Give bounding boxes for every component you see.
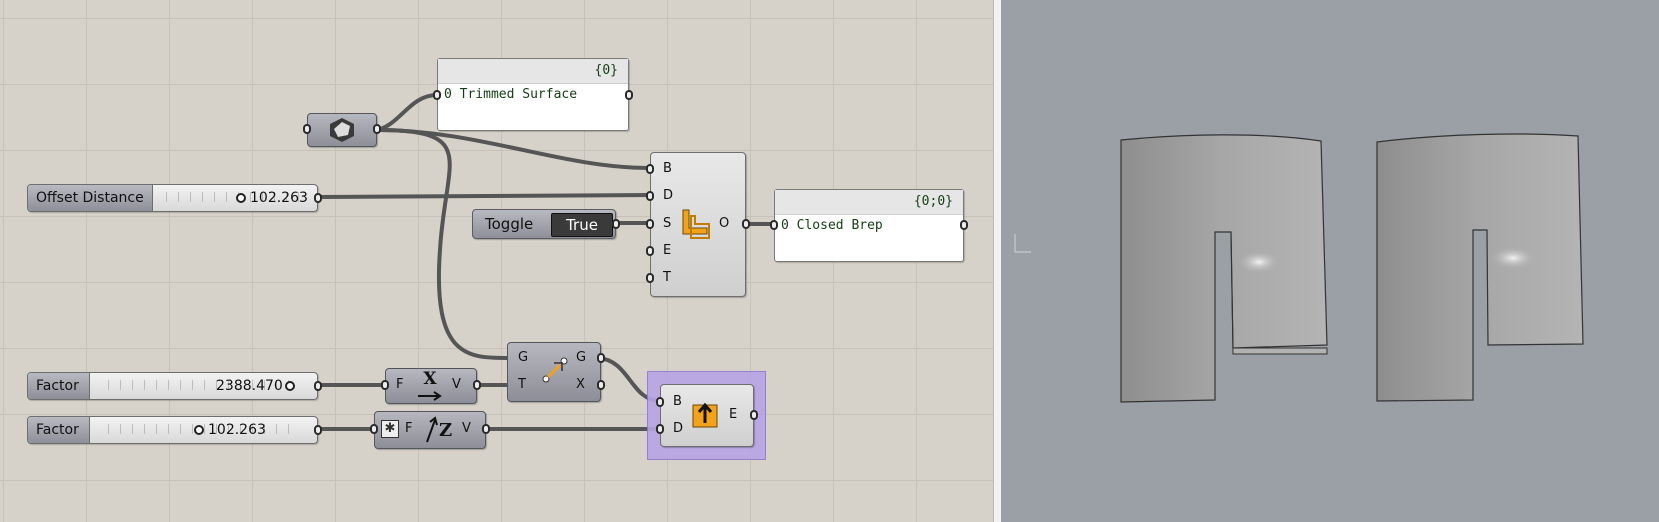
panel-value: Closed Brep <box>796 218 883 233</box>
input-F[interactable]: F <box>396 377 404 392</box>
slider-value: 2388.470 <box>216 378 283 394</box>
output-V[interactable]: V <box>452 377 461 392</box>
grip-B[interactable] <box>656 397 664 407</box>
input-D[interactable]: D <box>673 421 684 436</box>
unit-x-component[interactable]: F X V <box>381 368 481 404</box>
brep-param-input-grip[interactable] <box>303 124 311 134</box>
grip-in-F[interactable] <box>370 424 378 434</box>
output-G[interactable]: G <box>576 350 587 365</box>
wire-brep-to-panel <box>375 93 439 132</box>
input-T[interactable]: T <box>518 377 526 392</box>
slider-label: Factor <box>28 373 90 399</box>
wires-layer <box>316 93 776 431</box>
grasshopper-canvas[interactable]: {0} 0 Trimmed Surface Offset Distance 10… <box>0 0 993 522</box>
slider-knob[interactable] <box>194 425 204 435</box>
grip-B[interactable] <box>646 164 654 174</box>
extrude-icon <box>691 399 719 429</box>
brep-param[interactable] <box>303 113 381 147</box>
output-V[interactable]: V <box>462 421 471 436</box>
offset-surface-component[interactable]: B D S E T O <box>646 152 750 297</box>
offset-surface-icon <box>679 208 711 240</box>
boolean-toggle[interactable]: Toggle True <box>472 209 620 239</box>
input-E[interactable]: E <box>663 243 672 258</box>
input-F[interactable]: F <box>405 421 413 436</box>
panel-output-grip[interactable] <box>960 220 968 230</box>
slider-output-grip[interactable] <box>314 193 322 203</box>
grip-out-E[interactable] <box>750 410 758 420</box>
grip-D[interactable] <box>646 191 654 201</box>
panel-index: 0 <box>444 87 452 102</box>
panel-path: {0;0} <box>775 190 963 215</box>
input-B[interactable]: B <box>663 161 672 176</box>
input-D[interactable]: D <box>663 188 674 203</box>
slider-value: 102.263 <box>208 422 266 438</box>
grip-T[interactable] <box>646 273 654 283</box>
toggle-output-grip[interactable] <box>612 219 620 229</box>
extrude-component[interactable]: B D E <box>656 384 758 447</box>
slider-value: 102.263 <box>250 190 308 206</box>
panel-output-grip[interactable] <box>625 90 633 100</box>
output-E[interactable]: E <box>729 407 738 422</box>
toggle-value[interactable]: True <box>551 213 613 237</box>
slider-output-grip[interactable] <box>314 381 322 391</box>
grip-out-X[interactable] <box>597 380 605 390</box>
unit-z-glyph: Z <box>439 420 453 441</box>
viewport-scene <box>1014 133 1584 403</box>
unit-x-glyph: X <box>423 369 437 389</box>
wire-brep-to-move-G <box>375 128 512 361</box>
rhino-viewport[interactable] <box>1001 0 1659 522</box>
panel-index: 0 <box>781 218 789 233</box>
brep-param-output-grip[interactable] <box>373 124 381 134</box>
grip-O[interactable] <box>742 219 750 229</box>
factor-slider-2[interactable]: Factor 102.263 <box>27 416 322 444</box>
input-S[interactable]: S <box>663 216 672 231</box>
input-G[interactable]: G <box>518 350 529 365</box>
move-component[interactable]: G T G X <box>507 342 605 402</box>
offset-distance-slider[interactable]: Offset Distance 102.263 <box>27 184 322 212</box>
unit-z-component[interactable]: ✱ F Z V <box>370 411 490 449</box>
grip-in-F[interactable] <box>381 380 389 390</box>
toggle-label: Toggle <box>485 215 534 233</box>
slider-label: Factor <box>28 417 90 443</box>
slider-knob[interactable] <box>236 193 246 203</box>
move-icon <box>540 355 570 385</box>
grip-S[interactable] <box>646 219 654 229</box>
slider-ticks <box>108 380 298 390</box>
slider-knob[interactable] <box>285 381 295 391</box>
grip-out-V[interactable] <box>482 424 490 434</box>
panel-input-grip[interactable] <box>770 220 778 230</box>
output-O[interactable]: O <box>719 216 730 231</box>
unit-z-star-icon: ✱ <box>381 420 399 438</box>
world-axis-icon <box>1014 234 1031 253</box>
grip-out-V[interactable] <box>473 380 481 390</box>
grip-E[interactable] <box>646 246 654 256</box>
panel-input-grip[interactable] <box>433 90 441 100</box>
panel-path: {0} <box>438 59 628 84</box>
input-T[interactable]: T <box>663 270 671 285</box>
brep-param-icon <box>328 117 356 143</box>
input-B[interactable]: B <box>673 394 682 409</box>
unit-z-icon: Z <box>425 416 459 444</box>
closed-brep-panel[interactable]: {0;0} 0 Closed Brep <box>770 189 968 262</box>
brep-shape-right <box>1376 133 1584 402</box>
factor-slider-1[interactable]: Factor 2388.470 <box>27 372 322 400</box>
slider-output-grip[interactable] <box>314 425 322 435</box>
split-divider[interactable] <box>993 0 1002 522</box>
grip-D[interactable] <box>656 424 664 434</box>
trimmed-surface-panel[interactable]: {0} 0 Trimmed Surface <box>433 58 633 131</box>
wire-offset-distance-to-D <box>316 193 652 199</box>
brep-shape-left <box>1120 134 1328 403</box>
wire-brep-to-offset-B <box>375 128 652 170</box>
slider-label: Offset Distance <box>28 185 153 211</box>
output-X[interactable]: X <box>576 377 585 392</box>
unit-x-icon: X <box>416 371 444 401</box>
panel-value: Trimmed Surface <box>459 87 578 102</box>
grip-out-G[interactable] <box>597 353 605 363</box>
